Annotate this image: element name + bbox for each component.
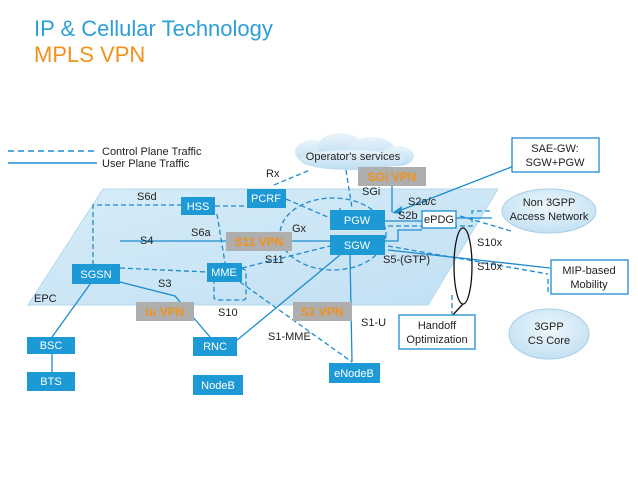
interface-s3: S3 — [158, 278, 171, 290]
interface-s10x-2: S10x — [477, 261, 503, 273]
mip-label-2: Mobility — [570, 279, 608, 291]
handoff-label-1: Handoff — [418, 320, 457, 332]
bsc-node[interactable] — [27, 337, 75, 354]
sgsn-node[interactable] — [72, 264, 120, 284]
legend-control-label: Control Plane Traffic — [102, 146, 202, 158]
epdg-label: ePDG — [424, 214, 454, 226]
cs-core-label-2: CS Core — [528, 335, 570, 347]
saegw-label-2: SGW+PGW — [526, 157, 586, 169]
interface-s4: S4 — [140, 235, 153, 247]
handoff-optimization-box[interactable]: Handoff Optimization — [398, 314, 476, 350]
enodeb-label: eNodeB — [334, 368, 374, 380]
rnc-label: RNC — [203, 341, 227, 353]
s1-vpn-label: S1 VPN — [301, 305, 344, 319]
interface-rx: Rx — [266, 168, 280, 180]
operator-services-cloud — [295, 133, 414, 170]
mme-label: MME — [211, 267, 237, 279]
sgsn-label: SGSN — [80, 269, 111, 281]
s11-vpn-tag — [226, 232, 292, 251]
saegw-box[interactable]: SAE-GW: SGW+PGW — [511, 137, 600, 173]
page-title: IP & Cellular Technology — [34, 16, 273, 41]
sgw-label: SGW — [344, 240, 371, 252]
pcrf-node[interactable] — [247, 189, 286, 208]
mme-node[interactable] — [207, 263, 242, 282]
interface-s11: S11 — [265, 254, 284, 266]
hss-node[interactable] — [181, 197, 215, 215]
epdg-node[interactable] — [421, 210, 457, 229]
enodeb-node[interactable] — [329, 363, 380, 383]
s11-vpn-label: S11 VPN — [235, 235, 284, 249]
sgi-vpn-tag — [358, 167, 426, 186]
cs-core-label-1: 3GPP — [534, 321, 563, 333]
interface-s10x-1: S10x — [477, 237, 503, 249]
handoff-label-2: Optimization — [406, 334, 467, 346]
mip-label-1: MIP-based — [562, 265, 615, 277]
interface-s2ac: S2a/c — [408, 196, 437, 208]
interface-s6a: S6a — [191, 227, 211, 239]
operator-services-label: Operator's services — [306, 151, 401, 163]
interface-sgi: SGi — [362, 186, 380, 198]
bts-label: BTS — [40, 376, 61, 388]
pgw-label: PGW — [344, 215, 371, 227]
nodeb-node[interactable] — [193, 375, 243, 395]
interface-s10: S10 — [218, 307, 238, 319]
legend-user-label: User Plane Traffic — [102, 158, 190, 170]
hss-label: HSS — [187, 201, 210, 213]
nodeb-label: NodeB — [201, 380, 235, 392]
interface-s6d: S6d — [137, 191, 157, 203]
sgi-vpn-label: SGi VPN — [368, 170, 417, 184]
pcrf-label: PCRF — [251, 193, 281, 205]
interface-s5: S5-(GTP) — [383, 254, 430, 266]
interface-s1mme: S1-MME — [268, 331, 311, 343]
bts-node[interactable] — [27, 372, 75, 391]
interface-s2b: S2b — [398, 210, 418, 222]
non3gpp-access-network[interactable] — [501, 188, 597, 234]
saegw-arrowhead — [392, 206, 402, 214]
page-subtitle: MPLS VPN — [34, 42, 146, 67]
epc-label: EPC — [34, 293, 57, 305]
sgw-node[interactable] — [330, 235, 385, 255]
interface-s1u: S1-U — [361, 317, 386, 329]
iu-vpn-tag — [136, 302, 194, 321]
s1-vpn-tag — [293, 302, 352, 321]
rnc-node[interactable] — [193, 337, 237, 356]
iu-vpn-label: Iu VPN — [146, 305, 185, 319]
saegw-label-1: SAE-GW: — [531, 143, 578, 155]
mip-mobility-box[interactable]: MIP-based Mobility — [550, 259, 629, 295]
bsc-label: BSC — [40, 340, 63, 352]
pgw-node[interactable] — [330, 210, 385, 230]
saegw-pointer — [395, 163, 520, 213]
interface-gx: Gx — [292, 223, 307, 235]
non3gpp-label-2: Access Network — [510, 211, 589, 223]
cs-core[interactable] — [508, 308, 590, 360]
non3gpp-label-1: Non 3GPP — [523, 197, 576, 209]
